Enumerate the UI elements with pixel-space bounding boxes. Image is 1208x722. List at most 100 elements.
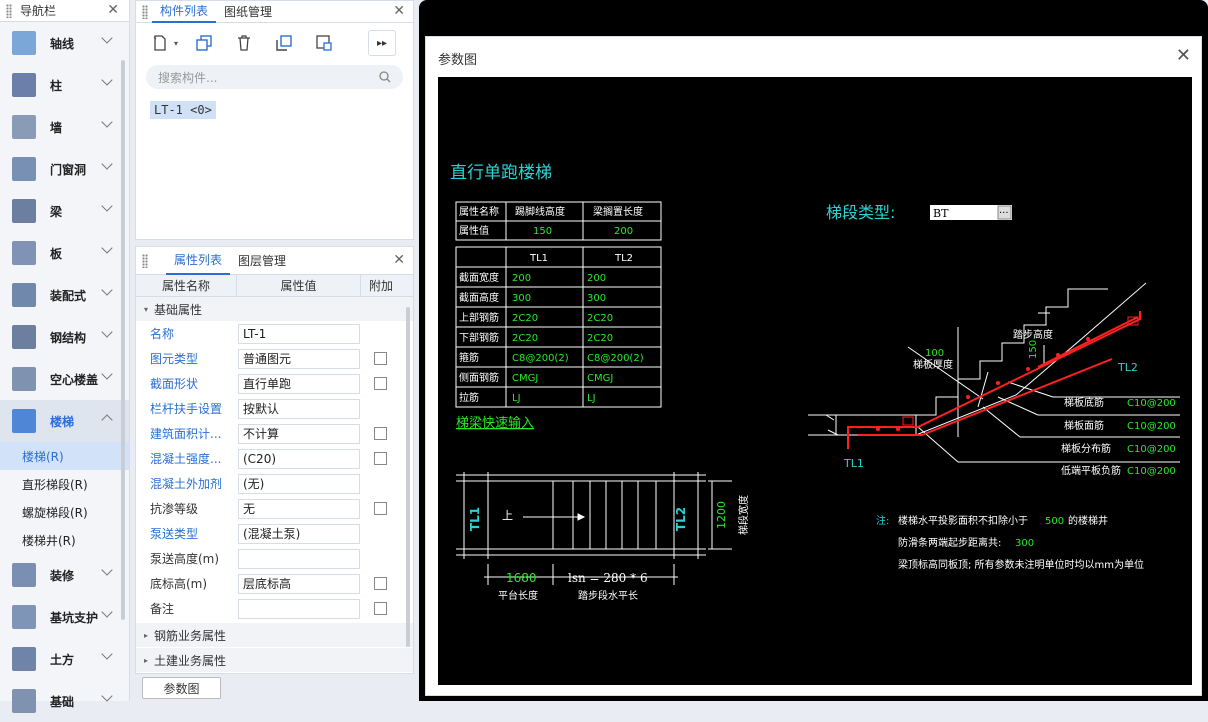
t2-row-tl1[interactable]: 2C20 <box>512 333 538 344</box>
t2-row-tl1[interactable]: CMGJ <box>512 373 538 384</box>
sidebar-item-10[interactable]: 装修 <box>0 554 129 596</box>
property-scrollbar[interactable] <box>406 307 410 647</box>
t2-row-tl2[interactable]: 200 <box>587 273 606 284</box>
rebar-value[interactable]: C10@200 <box>1127 444 1176 455</box>
t2-row-tl2[interactable]: 300 <box>587 293 606 304</box>
sidebar-item-12[interactable]: 土方 <box>0 638 129 680</box>
rebar-value[interactable]: C10@200 <box>1127 421 1176 432</box>
tab-component-list[interactable]: 构件列表 <box>152 1 217 23</box>
tab-property-list[interactable]: 属性列表 <box>166 247 231 275</box>
ellipsis-button[interactable] <box>997 205 1012 220</box>
new-component-button[interactable] <box>146 30 174 56</box>
sidebar-item-13[interactable]: 基础 <box>0 680 129 722</box>
rebar-value[interactable]: C10@200 <box>1127 466 1176 477</box>
filter-button[interactable] <box>310 30 338 56</box>
sidebar-item-5[interactable]: 板 <box>0 232 129 274</box>
chevron-icon[interactable] <box>101 200 113 212</box>
layer-copy-button[interactable] <box>270 30 298 56</box>
property-value-field[interactable]: (混凝土泵) <box>238 523 360 544</box>
sidebar-subitem-1[interactable]: 直形梯段(R) <box>22 477 88 492</box>
drag-handle-icon[interactable] <box>6 3 12 18</box>
t2-row-tl1[interactable]: C8@200(2) <box>512 353 569 364</box>
chevron-icon[interactable] <box>101 690 113 702</box>
property-value-field[interactable] <box>238 598 360 619</box>
property-value-field[interactable]: 直行单跑 <box>238 373 360 394</box>
close-icon[interactable]: ✕ <box>393 3 405 19</box>
chevron-icon[interactable] <box>101 606 113 618</box>
t2-row-tl1[interactable]: 200 <box>512 273 531 284</box>
sidebar-item-11[interactable]: 基坑支护 <box>0 596 129 638</box>
t2-row-tl1[interactable]: LJ <box>512 393 521 404</box>
note-line2-value[interactable]: 300 <box>1015 538 1034 549</box>
property-value-field[interactable]: 层底标高 <box>238 573 360 594</box>
sidebar-item-9[interactable]: 楼梯 <box>0 400 129 442</box>
tab-layer-management[interactable]: 图层管理 <box>238 254 287 268</box>
t2-row-tl2[interactable]: 2C20 <box>587 333 613 344</box>
property-checkbox[interactable] <box>374 377 387 390</box>
plan-length-steps[interactable]: lsn = 280 * 6 <box>568 571 648 585</box>
sidebar-item-2[interactable]: 墙 <box>0 106 129 148</box>
section-rebar[interactable]: ▸钢筋业务属性 <box>136 623 413 647</box>
sidebar-item-7[interactable]: 钢结构 <box>0 316 129 358</box>
chevron-icon[interactable] <box>101 284 113 296</box>
sidebar-item-8[interactable]: 空心楼盖 <box>0 358 129 400</box>
search-input[interactable]: 搜索构件... <box>146 65 403 89</box>
chevron-icon[interactable] <box>101 116 113 128</box>
section-h150[interactable]: 150 <box>1028 340 1039 359</box>
property-value-field[interactable]: 普通图元 <box>238 348 360 369</box>
copy-button[interactable] <box>190 30 218 56</box>
sidebar-subitem-2[interactable]: 螺旋梯段(R) <box>22 505 88 520</box>
t2-row-tl2[interactable]: 2C20 <box>587 313 613 324</box>
property-checkbox[interactable] <box>374 352 387 365</box>
property-checkbox[interactable] <box>374 427 387 440</box>
sidebar-item-6[interactable]: 装配式 <box>0 274 129 316</box>
lock-icon[interactable] <box>142 253 148 268</box>
chevron-icon[interactable] <box>101 32 113 44</box>
property-value-field[interactable]: (无) <box>238 473 360 494</box>
tab-drawing-management[interactable]: 图纸管理 <box>224 5 273 19</box>
sidebar-item-3[interactable]: 门窗洞 <box>0 148 129 190</box>
chevron-icon[interactable] <box>101 368 113 380</box>
chevron-icon[interactable] <box>101 74 113 86</box>
parameter-diagram-button[interactable]: 参数图 <box>142 677 221 699</box>
sidebar-subitem-0[interactable]: 楼梯(R) <box>0 442 129 470</box>
sidebar-item-0[interactable]: 轴线 <box>0 22 129 64</box>
property-checkbox[interactable] <box>374 502 387 515</box>
close-icon[interactable]: ✕ <box>107 2 119 18</box>
dropdown-arrow-icon[interactable]: ▾ <box>174 38 179 48</box>
close-icon[interactable]: ✕ <box>393 252 405 268</box>
chevron-icon[interactable] <box>101 414 113 426</box>
section-t100[interactable]: 100 <box>925 348 944 359</box>
plan-width-value[interactable]: 1200 <box>715 501 728 529</box>
property-checkbox[interactable] <box>374 452 387 465</box>
property-checkbox[interactable] <box>374 602 387 615</box>
drag-handle-icon[interactable] <box>142 4 148 19</box>
t2-row-tl2[interactable]: CMGJ <box>587 373 613 384</box>
close-icon[interactable]: ✕ <box>1175 45 1191 66</box>
property-value-field[interactable]: (C20) <box>238 448 360 469</box>
nav-scrollbar[interactable] <box>121 60 125 620</box>
t2-row-tl2[interactable]: C8@200(2) <box>587 353 644 364</box>
property-value-field[interactable] <box>238 548 360 569</box>
beam-quick-input-link[interactable]: 梯梁快速输入 <box>456 415 534 431</box>
chevron-icon[interactable] <box>101 326 113 338</box>
t2-row-tl1[interactable]: 300 <box>512 293 531 304</box>
property-value-field[interactable]: LT-1 <box>238 323 360 344</box>
section-civil[interactable]: ▸土建业务属性 <box>136 648 413 672</box>
delete-button[interactable] <box>230 30 258 56</box>
more-button[interactable]: ▸▸ <box>368 30 397 56</box>
sidebar-item-1[interactable]: 柱 <box>0 64 129 106</box>
t1-r2[interactable]: 200 <box>614 226 633 237</box>
property-value-field[interactable]: 不计算 <box>238 423 360 444</box>
sidebar-subitem-3[interactable]: 楼梯井(R) <box>22 533 76 548</box>
chevron-icon[interactable] <box>101 564 113 576</box>
property-value-field[interactable]: 按默认 <box>238 398 360 419</box>
property-value-field[interactable]: 无 <box>238 498 360 519</box>
rebar-value[interactable]: C10@200 <box>1127 398 1176 409</box>
chevron-icon[interactable] <box>101 158 113 170</box>
chevron-icon[interactable] <box>101 242 113 254</box>
property-checkbox[interactable] <box>374 577 387 590</box>
chevron-icon[interactable] <box>101 648 113 660</box>
t2-row-tl2[interactable]: LJ <box>587 393 596 404</box>
sidebar-item-4[interactable]: 梁 <box>0 190 129 232</box>
